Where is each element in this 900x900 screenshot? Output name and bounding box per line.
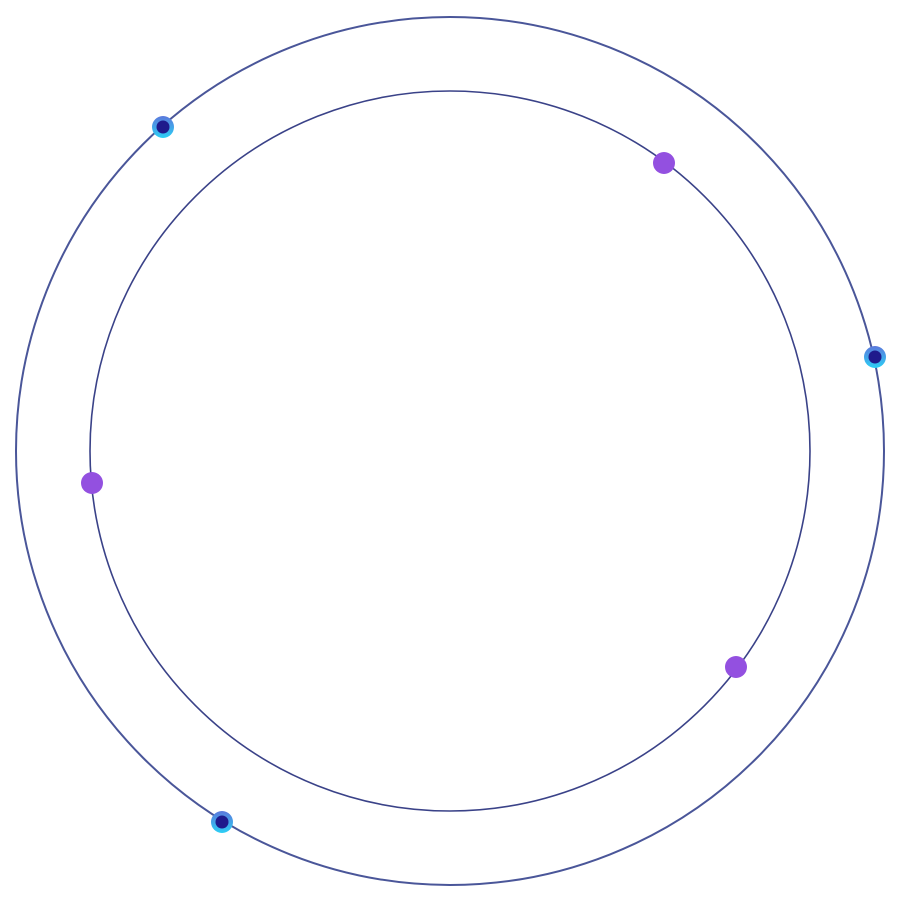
outer-node: [152, 116, 174, 138]
outer-node: [864, 346, 886, 368]
outer-nodes: [152, 116, 886, 833]
inner-ring: [89, 90, 811, 812]
outer-ring: [15, 16, 885, 886]
inner-node: [81, 472, 103, 494]
outer-node: [211, 811, 233, 833]
inner-node: [653, 152, 675, 174]
inner-node: [725, 656, 747, 678]
inner-nodes: [81, 152, 747, 678]
